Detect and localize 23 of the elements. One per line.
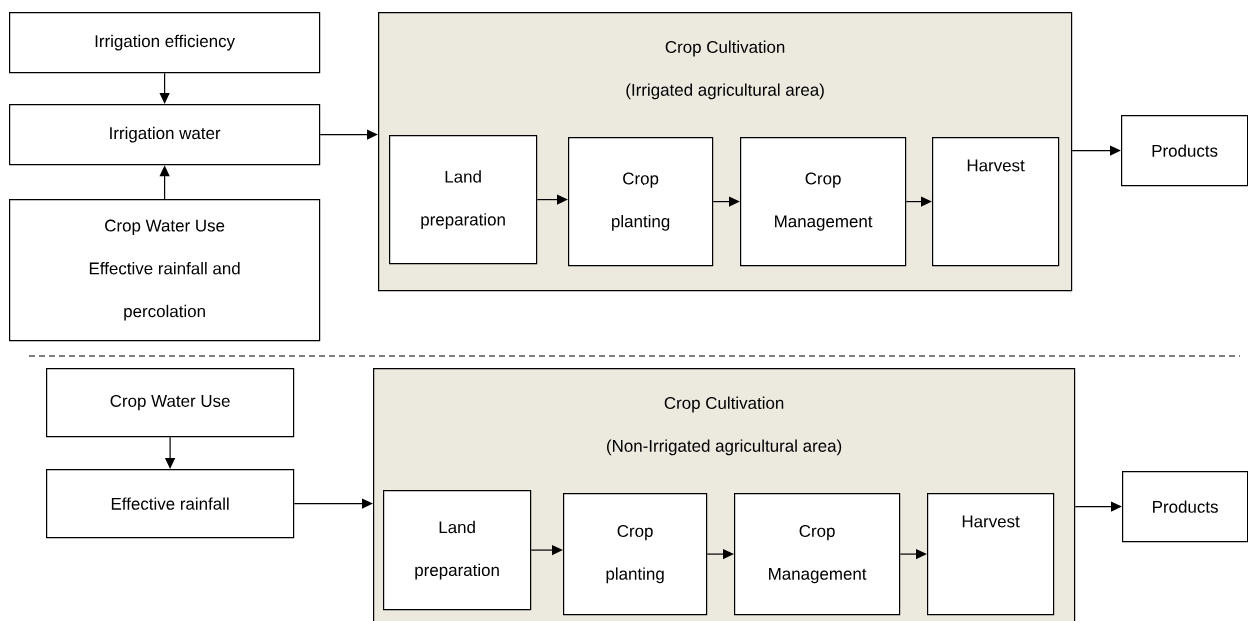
- arrow: [319, 129, 378, 140]
- step-box: Harvest: [927, 493, 1055, 616]
- input-box: Crop Water Use: [46, 368, 295, 438]
- step-box: Crop planting: [568, 137, 714, 267]
- step-box: Crop Management: [734, 493, 901, 616]
- arrow: [1074, 501, 1122, 512]
- output-box: Products: [1121, 115, 1248, 187]
- input-box: Irrigation efficiency: [9, 12, 321, 74]
- arrow: [905, 196, 932, 207]
- output-box: Products: [1122, 471, 1248, 543]
- input-box: Crop Water Use Effective rainfall and percolation: [9, 199, 321, 342]
- arrow: [159, 72, 170, 104]
- arrow: [293, 498, 373, 509]
- arrow: [712, 196, 740, 207]
- step-box: Crop Management: [740, 137, 907, 267]
- step-box: Land preparation: [389, 135, 538, 265]
- arrow: [536, 194, 568, 205]
- input-box: Effective rainfall: [46, 469, 295, 539]
- input-box: Irrigation water: [9, 104, 321, 166]
- step-box: Harvest: [932, 137, 1060, 267]
- arrow: [1071, 145, 1121, 156]
- step-box: Crop planting: [563, 493, 708, 616]
- step-box: Land preparation: [383, 490, 532, 611]
